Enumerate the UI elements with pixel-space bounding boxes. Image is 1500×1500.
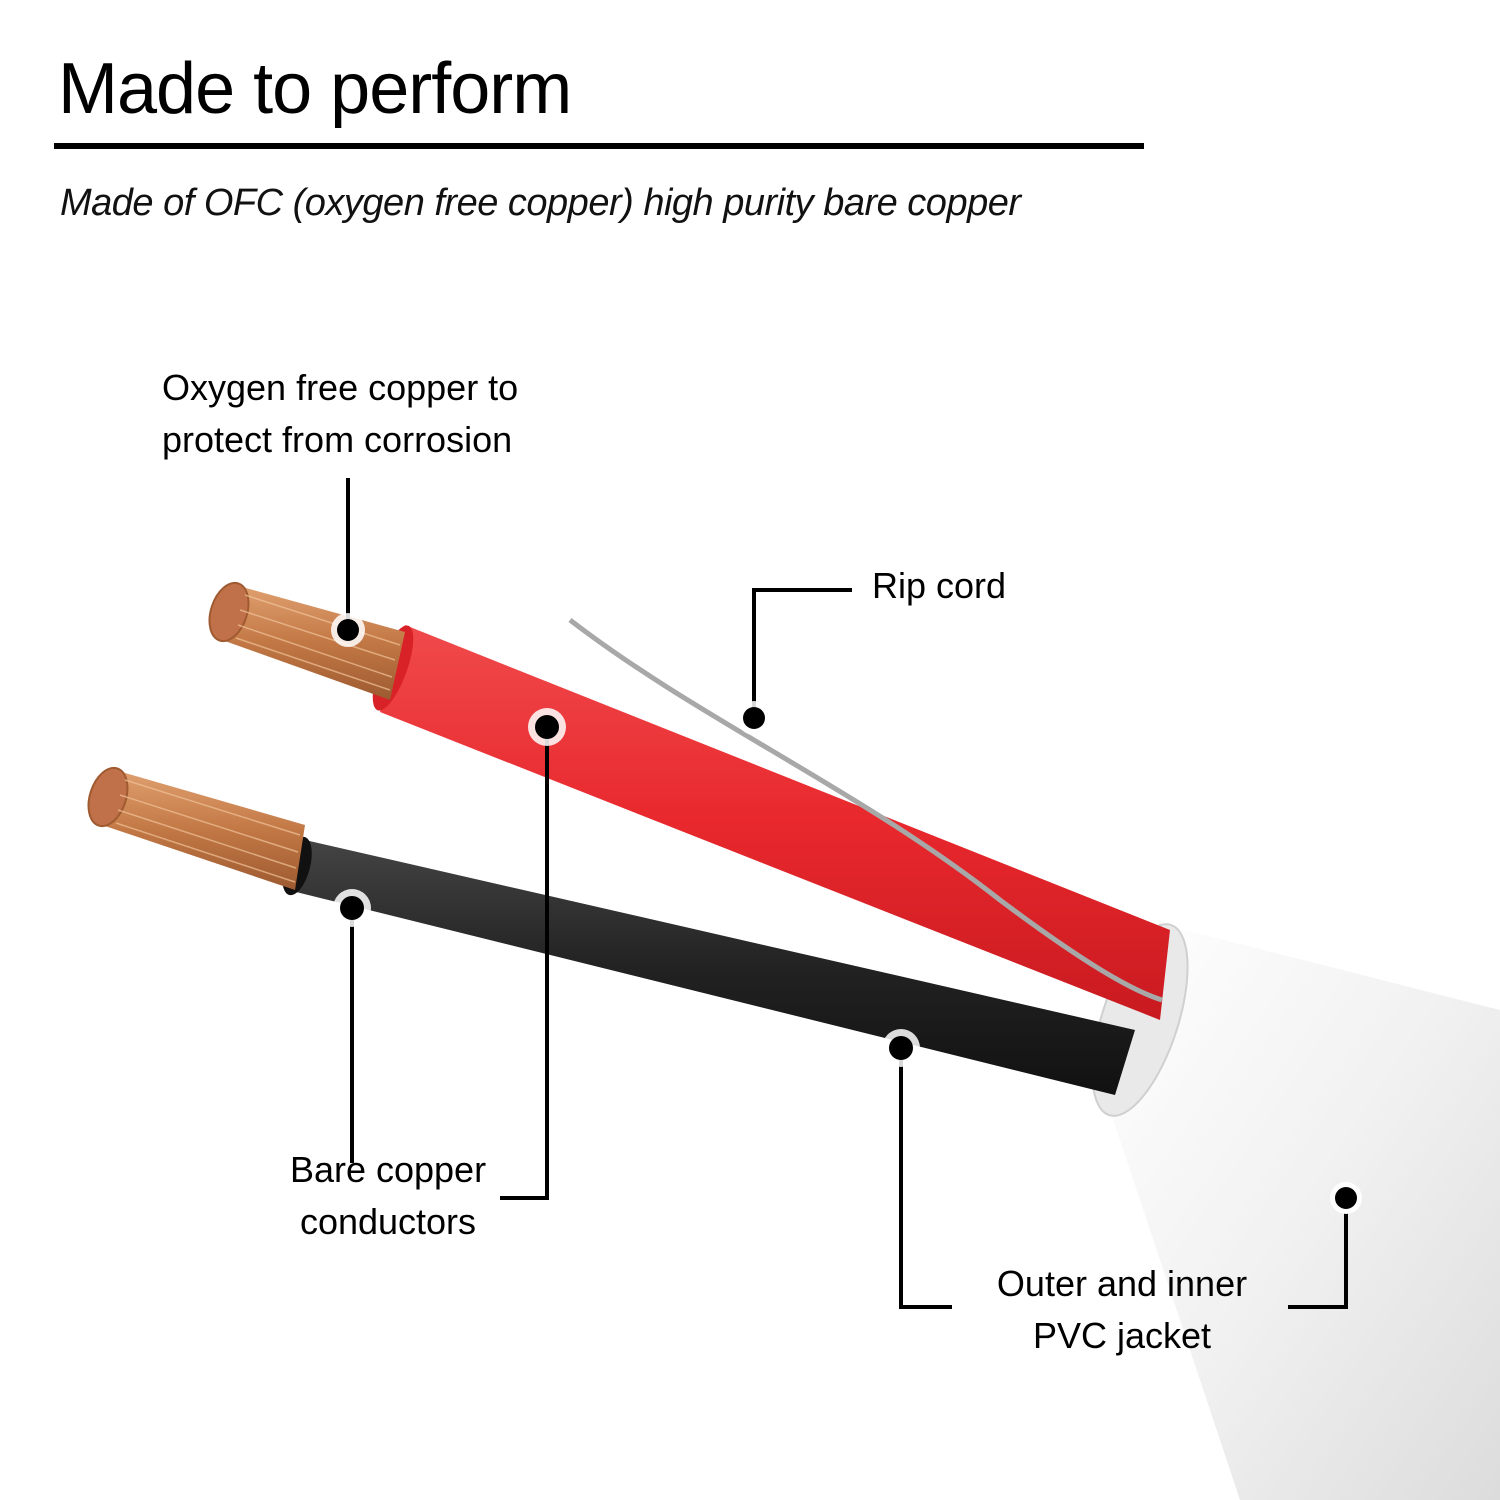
leader-black-jacket (899, 1048, 952, 1309)
rip-cord (568, 618, 1163, 1003)
copper-conductor-bottom (87, 766, 305, 890)
leader-outer-jacket (1288, 1198, 1348, 1309)
title-divider (54, 143, 1144, 149)
callout-jacket: Outer and inner PVC jacket (996, 1263, 1248, 1356)
leader-rip-cord (752, 588, 852, 718)
callout-rip-cord: Rip cord (872, 565, 1007, 606)
leader-lines (346, 478, 1348, 1309)
callout-ofc: Oxygen free copper to protect from corro… (162, 367, 519, 460)
callout-conductors: Bare copper conductors (289, 1149, 487, 1242)
leader-red-conductor (500, 727, 549, 1200)
page-subtitle: Made of OFC (oxygen free copper) high pu… (60, 182, 1021, 224)
callout-dots (331, 613, 1362, 1214)
page-title: Made to perform (58, 49, 572, 129)
copper-conductor-top (208, 581, 405, 700)
